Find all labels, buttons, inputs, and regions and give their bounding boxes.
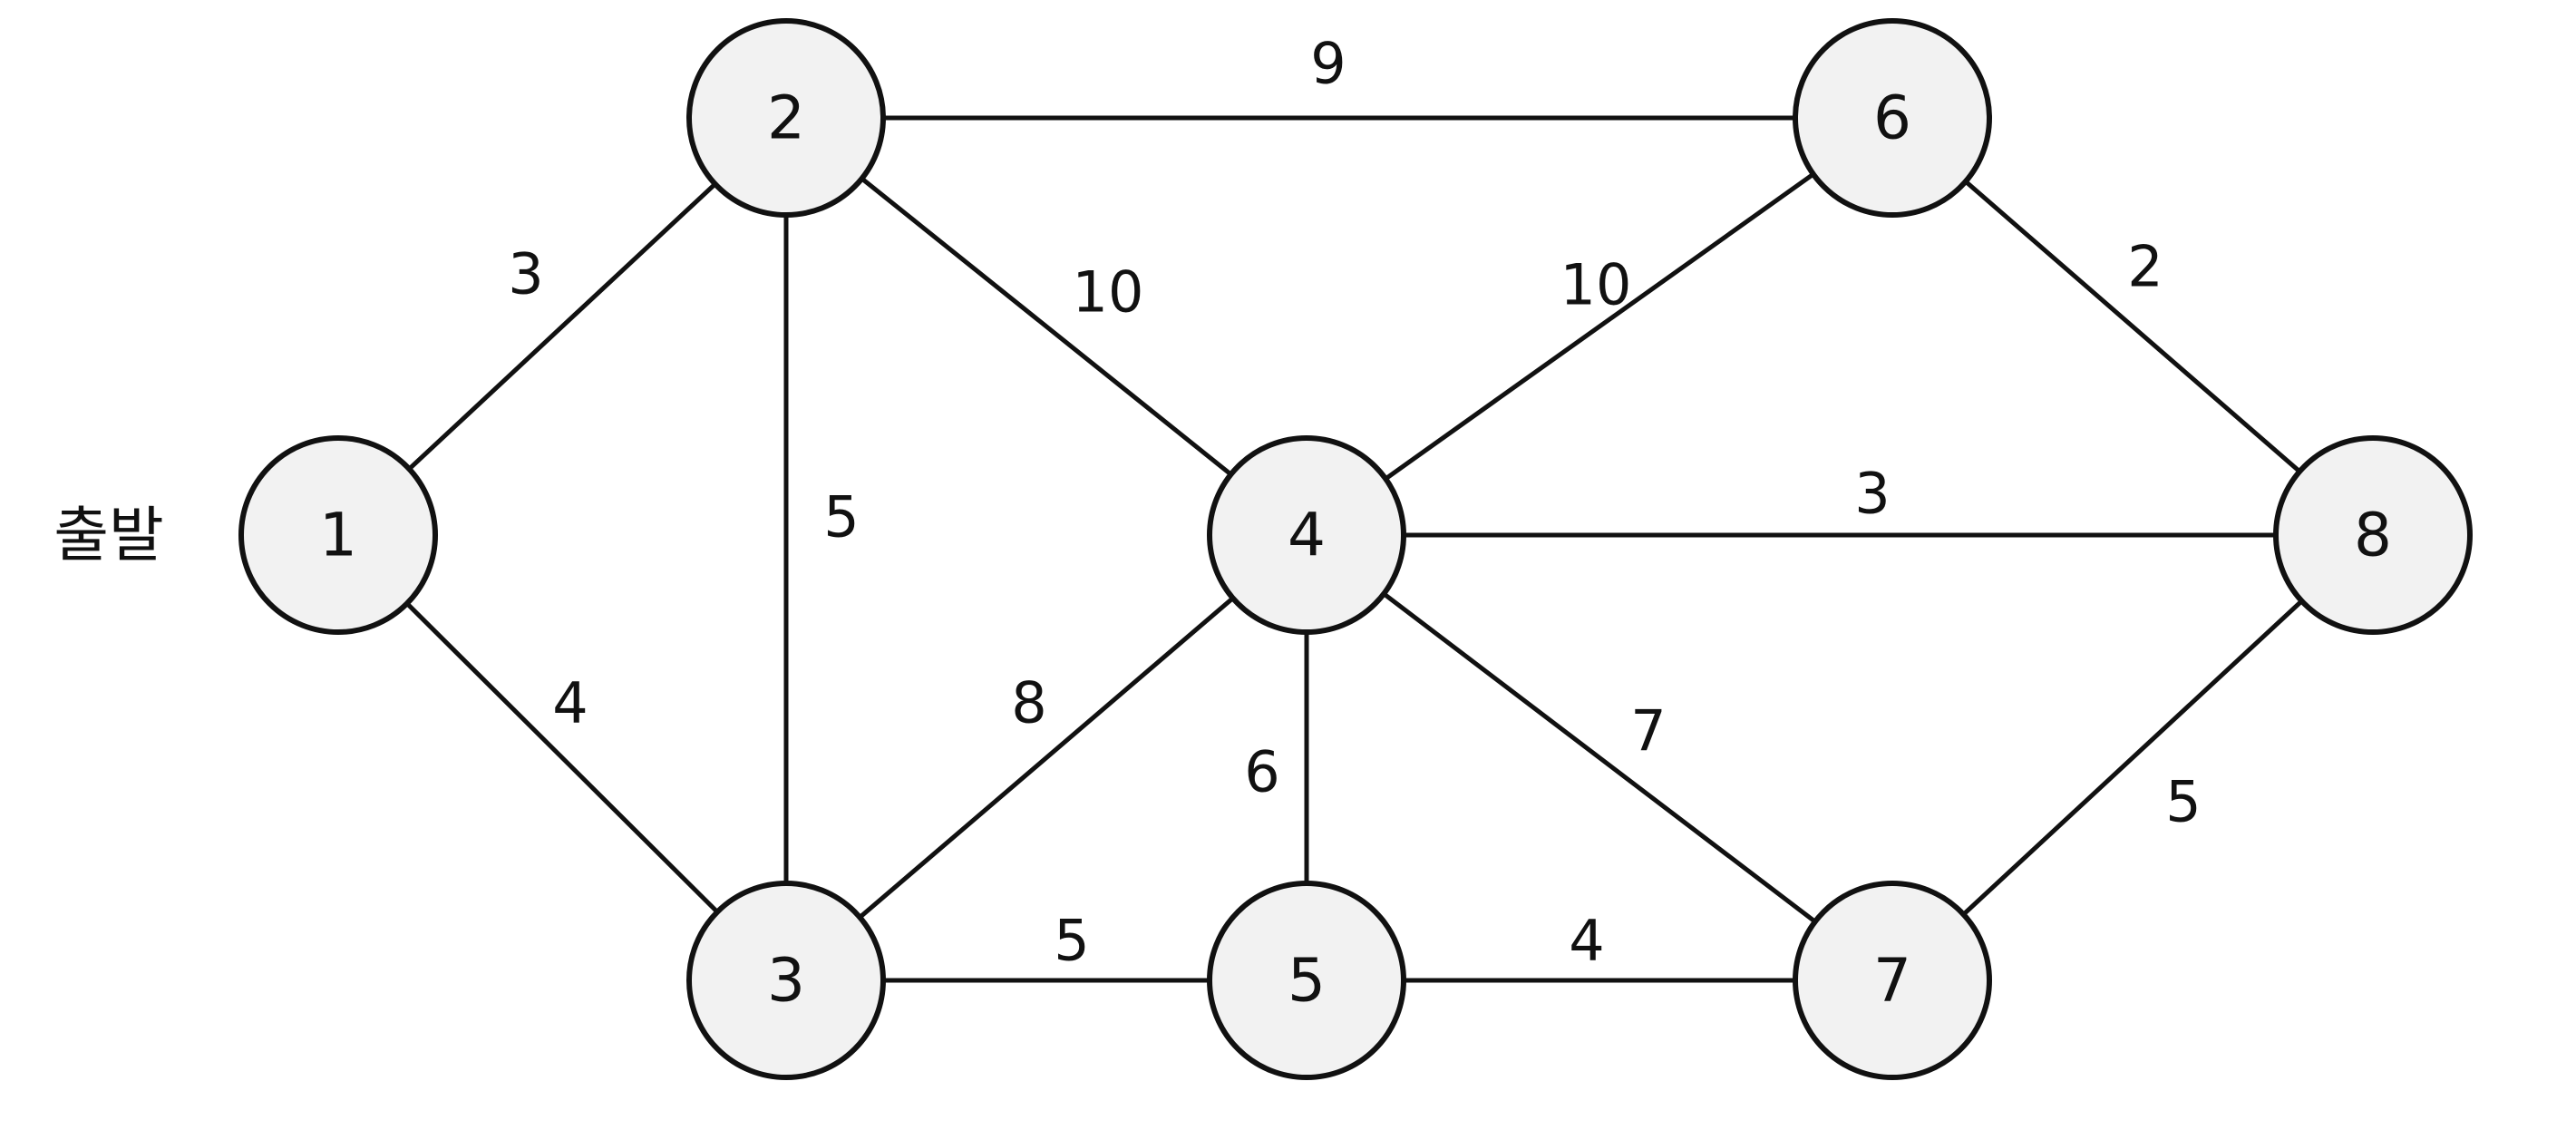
- node-7: 7: [1793, 881, 1992, 1080]
- edge-weight-3-5: 5: [1054, 908, 1089, 974]
- node-circle-7: [1793, 881, 1992, 1080]
- node-circle-4: [1207, 435, 1406, 635]
- node-circle-1: [238, 435, 438, 635]
- edge-weight-2-3: 5: [823, 484, 859, 550]
- node-label-1: 1: [319, 501, 357, 570]
- edge-labels-layer: 3 4 5 10 9 8 5 6 10 7 3 4 2 5: [508, 31, 2201, 974]
- edge-1-3: [336, 533, 788, 982]
- edge-weight-4-7: 7: [1630, 698, 1666, 765]
- edge-weight-7-8: 5: [2165, 769, 2201, 835]
- edge-2-4: [784, 116, 1308, 537]
- node-circle-8: [2273, 435, 2473, 635]
- node-8: 8: [2273, 435, 2473, 635]
- node-label-3: 3: [767, 946, 805, 1016]
- start-label: 출발: [53, 501, 163, 570]
- edge-4-7: [1305, 533, 1894, 982]
- node-5: 5: [1207, 881, 1406, 1080]
- edge-weight-1-2: 3: [508, 241, 543, 307]
- edge-weight-4-8: 3: [1854, 461, 1890, 527]
- edge-weight-3-4: 8: [1011, 670, 1046, 736]
- edge-6-8: [1891, 116, 2375, 537]
- edge-7-8: [1891, 533, 2375, 982]
- edge-weight-2-4: 10: [1073, 259, 1144, 326]
- edge-weight-4-6: 10: [1560, 252, 1632, 318]
- edge-weight-4-5: 6: [1244, 739, 1279, 805]
- nodes-layer: 1 2 3 4 5 6 7 8: [238, 18, 2473, 1080]
- edge-weight-2-6: 9: [1310, 31, 1346, 97]
- node-circle-5: [1207, 881, 1406, 1080]
- node-label-8: 8: [2354, 501, 2392, 570]
- node-label-4: 4: [1288, 501, 1326, 570]
- node-3: 3: [686, 881, 886, 1080]
- node-2: 2: [686, 18, 886, 218]
- node-circle-2: [686, 18, 886, 218]
- edge-1-2: [336, 116, 788, 537]
- edge-weight-6-8: 2: [2127, 234, 2163, 300]
- edge-4-6: [1305, 115, 1894, 538]
- edge-3-4: [784, 533, 1308, 982]
- edge-weight-5-7: 4: [1569, 908, 1604, 974]
- node-6: 6: [1793, 18, 1992, 218]
- node-label-6: 6: [1873, 83, 1911, 153]
- node-circle-6: [1793, 18, 1992, 218]
- node-1: 1: [238, 435, 438, 635]
- node-label-5: 5: [1288, 946, 1326, 1016]
- node-4: 4: [1207, 435, 1406, 635]
- node-label-2: 2: [767, 83, 805, 153]
- node-label-7: 7: [1873, 946, 1911, 1016]
- node-circle-3: [686, 881, 886, 1080]
- edge-weight-1-3: 4: [552, 670, 588, 736]
